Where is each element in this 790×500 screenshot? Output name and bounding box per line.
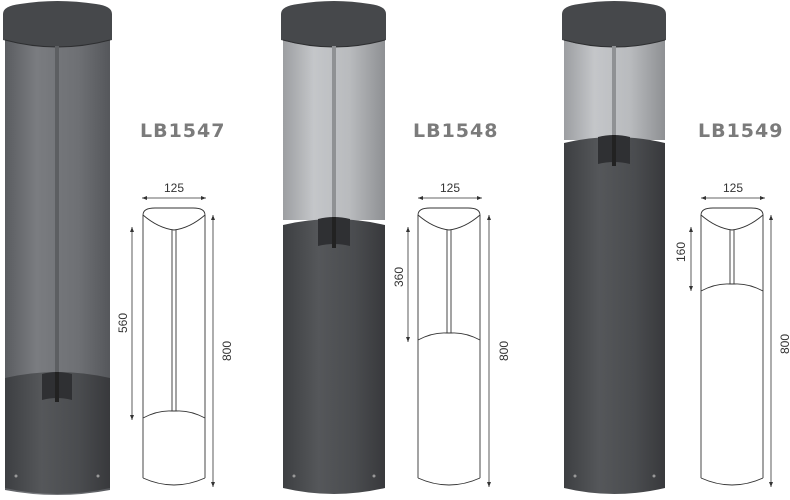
- bollard-photo-lb1547: [3, 1, 112, 495]
- product-lb1548: LB1548 125 360 800: [281, 1, 511, 494]
- model-name: LB1547: [140, 120, 225, 142]
- technical-drawing-lb1548: 125 360 800: [392, 181, 511, 487]
- total-height-dimension: 800: [497, 341, 511, 361]
- product-lb1549: LB1549 125 160 800: [562, 1, 790, 494]
- width-dimension: 125: [723, 181, 743, 195]
- bollard-photo-lb1548: [281, 1, 386, 494]
- window-height-dimension: 560: [116, 313, 130, 333]
- width-dimension: 125: [164, 181, 184, 195]
- product-lb1547: LB1547 125 560 800: [3, 1, 234, 495]
- width-dimension: 125: [440, 181, 460, 195]
- window-height-dimension: 160: [674, 242, 688, 262]
- model-name: LB1549: [698, 120, 783, 142]
- technical-drawing-lb1549: 125 160 800: [674, 181, 790, 487]
- window-height-dimension: 360: [392, 267, 406, 287]
- technical-drawing-lb1547: 125 560 800: [116, 181, 234, 487]
- model-name: LB1548: [413, 120, 498, 142]
- bollard-photo-lb1549: [562, 1, 666, 494]
- total-height-dimension: 800: [778, 334, 790, 354]
- total-height-dimension: 800: [220, 341, 234, 361]
